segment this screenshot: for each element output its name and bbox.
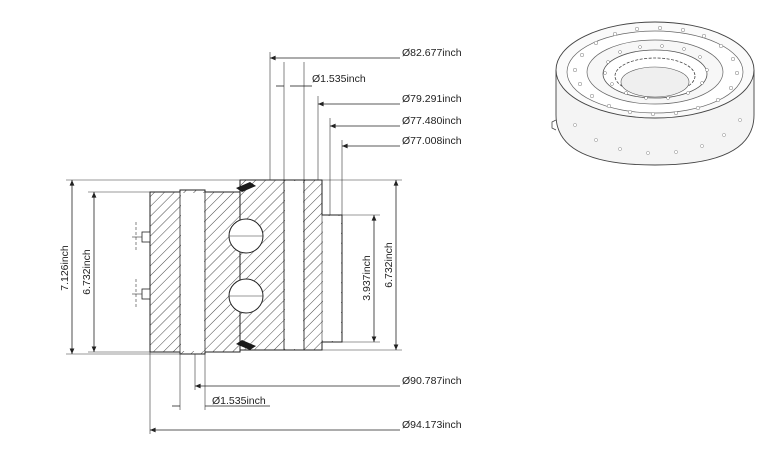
dim-bottom-3: Ø94.173inch xyxy=(402,419,462,431)
dim-top-5: Ø77.008inch xyxy=(402,135,462,147)
seal-bottom xyxy=(236,340,256,350)
dim-top-3: Ø79.291inch xyxy=(402,93,462,105)
height-right-outer: 6.732inch xyxy=(383,242,395,288)
height-right-inner: 3.937inch xyxy=(361,255,373,301)
bolt-upper xyxy=(132,222,151,252)
dim-top-2: Ø1.535inch xyxy=(312,73,366,85)
dim-top-1: Ø82.677inch xyxy=(402,47,462,59)
bolt-lower xyxy=(132,279,151,309)
dimension-lines xyxy=(66,52,402,434)
seal-top xyxy=(236,182,256,192)
cross-section xyxy=(132,179,343,355)
dim-bottom-2: Ø1.535inch xyxy=(212,395,266,407)
height-left-outer: 7.126inch xyxy=(59,245,71,291)
dimension-labels: Ø82.677inch Ø1.535inch Ø79.291inch Ø77.4… xyxy=(59,47,462,431)
height-left-inner: 6.732inch xyxy=(81,249,93,295)
dim-bottom-1: Ø90.787inch xyxy=(402,375,462,387)
dim-top-4: Ø77.480inch xyxy=(402,115,462,127)
bearing-3d-view xyxy=(551,21,755,166)
